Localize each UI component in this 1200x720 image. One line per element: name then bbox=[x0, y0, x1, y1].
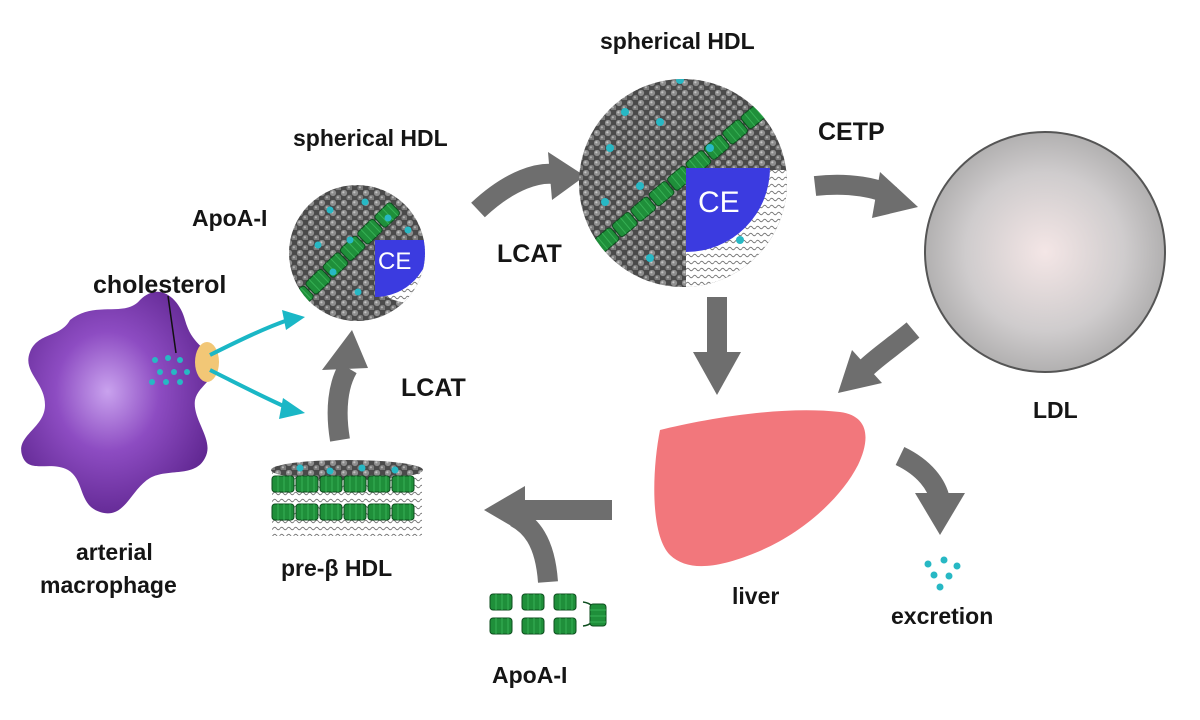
arrow-large-hdl-to-liver bbox=[693, 297, 741, 395]
label-spherical-hdl-small: spherical HDL bbox=[293, 125, 448, 151]
label-spherical-hdl-large: spherical HDL bbox=[600, 28, 755, 54]
transporter bbox=[195, 342, 219, 382]
cholesterol-dots bbox=[149, 355, 190, 385]
pre-beta-hdl-disc bbox=[271, 460, 423, 536]
arrow-small-to-large-hdl bbox=[471, 152, 585, 218]
label-lcat-left: LCAT bbox=[401, 374, 466, 402]
small-spherical-hdl bbox=[289, 185, 425, 321]
label-apoa1-top: ApoA-I bbox=[192, 205, 268, 231]
arrow-apoa1-to-pre-beta-hdl bbox=[509, 508, 558, 583]
label-cetp: CETP bbox=[818, 118, 885, 146]
label-macrophage: macrophage bbox=[40, 572, 177, 598]
arrow-liver-to-excretion bbox=[895, 446, 965, 535]
label-lcat-top: LCAT bbox=[497, 240, 562, 268]
cholesterol-pointer bbox=[167, 295, 177, 354]
arrow-liver-to-pre-beta-hdl bbox=[484, 486, 612, 534]
label-ldl: LDL bbox=[1033, 397, 1078, 423]
arrow-pre-beta-to-spherical-hdl bbox=[322, 330, 368, 442]
excretion-dots bbox=[924, 556, 961, 591]
label-arterial: arterial bbox=[76, 539, 153, 565]
arrow-large-hdl-to-ldl bbox=[813, 172, 918, 218]
label-ce-small: CE bbox=[378, 248, 412, 275]
arterial-macrophage bbox=[21, 291, 219, 514]
label-ce-large: CE bbox=[698, 186, 740, 219]
label-cholesterol: cholesterol bbox=[93, 271, 227, 299]
liver-shape bbox=[654, 410, 866, 567]
free-apoa1 bbox=[489, 593, 607, 635]
large-spherical-hdl bbox=[579, 79, 787, 287]
label-liver: liver bbox=[732, 583, 780, 609]
label-pre-beta-hdl: pre-β HDL bbox=[281, 555, 393, 581]
ldl-particle bbox=[924, 131, 1166, 373]
arrow-ldl-to-liver bbox=[838, 322, 920, 393]
label-apoa1-bottom: ApoA-I bbox=[492, 662, 568, 688]
label-excretion: excretion bbox=[891, 603, 994, 629]
cyan-efflux-arrows bbox=[209, 310, 305, 419]
